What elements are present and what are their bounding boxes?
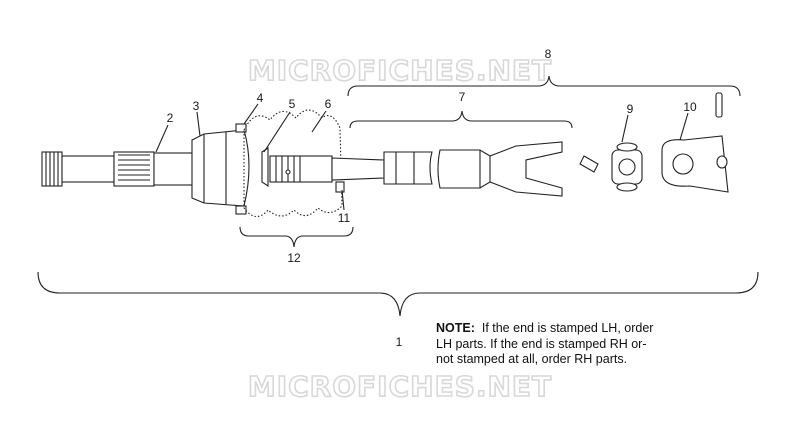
note-label: NOTE: xyxy=(436,321,475,335)
callout-11: 11 xyxy=(338,211,351,225)
bracket-part-12 xyxy=(239,226,354,248)
callout-10: 10 xyxy=(683,100,697,114)
note-line-2: LH parts. If the end is stamped RH or- xyxy=(436,336,647,351)
callout-6: 6 xyxy=(325,97,332,111)
callout-1: 1 xyxy=(396,335,403,349)
axle-shaft-part xyxy=(269,141,563,197)
note-line-3: not stamped at all, order RH parts. xyxy=(436,352,628,366)
bracket-part-8 xyxy=(347,75,741,97)
note-line-1: If the end is stamped LH, order xyxy=(481,321,654,335)
callout-2: 2 xyxy=(167,111,174,125)
snap-ring-part xyxy=(261,146,269,188)
bracket-part-7 xyxy=(349,110,573,129)
callout-4: 4 xyxy=(257,91,264,105)
watermark-bottom: MICROFICHES.NET xyxy=(248,370,552,403)
callout-8: 8 xyxy=(545,47,552,61)
cv-joint-housing-part xyxy=(191,129,250,207)
callout-12: 12 xyxy=(287,251,301,265)
yoke-part xyxy=(661,92,729,193)
stub-shaft-part xyxy=(41,151,195,187)
retaining-pin-part xyxy=(335,181,345,193)
callout-7: 7 xyxy=(459,90,466,104)
u-joint-cross-part xyxy=(579,142,643,192)
callout-3: 3 xyxy=(193,99,200,113)
bracket-assembly-1 xyxy=(37,271,759,317)
watermark-top: MICROFICHES.NET xyxy=(248,54,552,87)
callout-9: 9 xyxy=(627,102,634,116)
callout-5: 5 xyxy=(289,97,296,111)
leader-lines xyxy=(155,103,689,211)
note-text-block: NOTE: If the end is stamped LH, order LH… xyxy=(436,321,736,368)
